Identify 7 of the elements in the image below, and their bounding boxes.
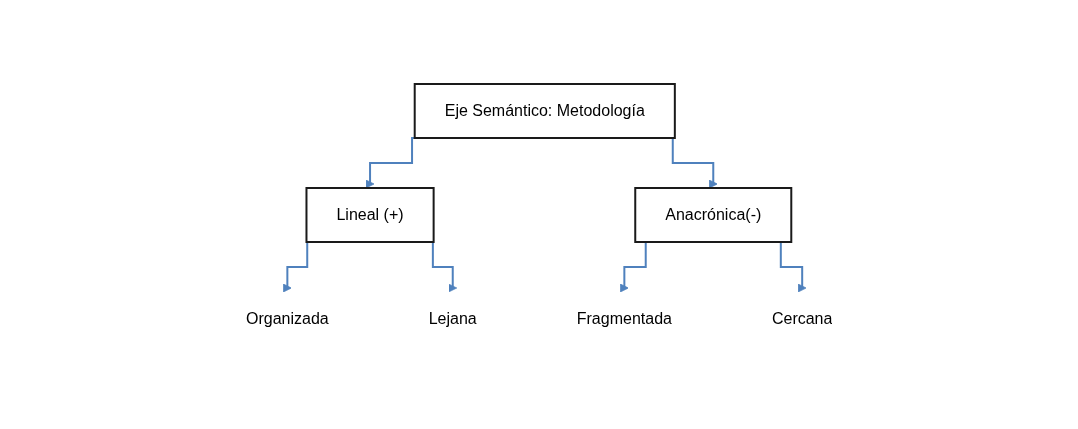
node-text: Cercana	[771, 309, 833, 327]
node-text: Fragmentada	[576, 309, 672, 327]
node-box: Lineal (+)	[305, 186, 435, 243]
node-text: Organizada	[245, 309, 329, 327]
node-box: Anacrónica(-)	[634, 186, 793, 243]
node-box: Eje Semántico: Metodología	[413, 82, 676, 139]
node-text: Lejana	[428, 309, 477, 327]
